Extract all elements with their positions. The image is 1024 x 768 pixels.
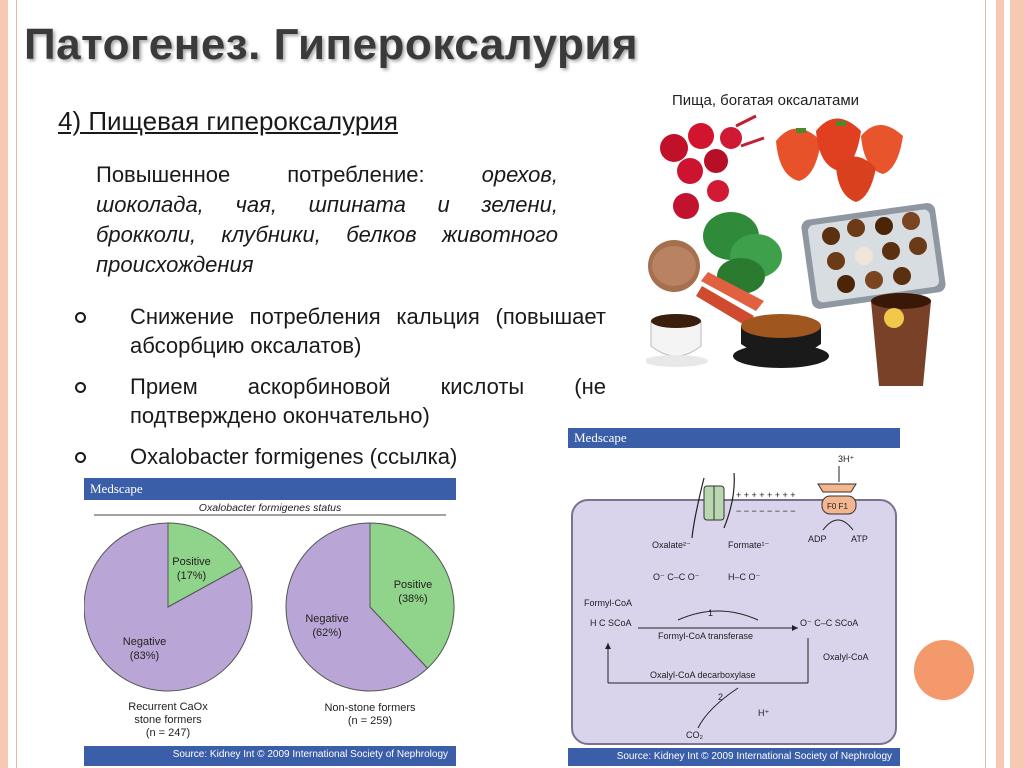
bullet-text: Прием аскорбиновой кислоты (не подтвержд… — [130, 374, 606, 428]
membrane-negative-charges: − − − − − − − − — [736, 506, 796, 516]
enzyme-2-label: Oxalyl-CoA decarboxylase — [650, 670, 756, 680]
pie-source-text: Source: Kidney Int © 2009 International … — [172, 749, 448, 760]
pie-right-group: Positive (38%) Negative (62%) — [285, 522, 455, 692]
atpase-f0-icon — [817, 483, 857, 493]
pie-chart-svg: Oxalobacter formigenes status Positive (1… — [83, 502, 455, 739]
chocolate-box-icon — [801, 203, 946, 309]
atp-label: ATP — [851, 534, 868, 544]
slide-subtitle: 4) Пищевая гипероксалурия — [58, 106, 398, 136]
oxalyl-coa-label: Oxalyl-CoA — [823, 652, 869, 662]
co2-label: CO₂ — [686, 730, 704, 740]
pie-left-caption-2: stone formers — [134, 714, 202, 726]
h-plus-label: H⁺ — [758, 708, 769, 718]
pie-chart-panel: Oxalobacter formigenes status Positive (1… — [83, 500, 456, 746]
bullet-item: Oxalobacter formigenes (ссылка) — [60, 442, 606, 471]
intake-paragraph: Повышенное потребление: орехов, шоколада… — [96, 160, 558, 280]
iced-tea-icon — [871, 293, 931, 386]
pie-slice-positive — [167, 522, 243, 608]
pie-slice-label: Positive — [172, 556, 211, 568]
oxalate-food-image — [644, 86, 950, 386]
coffee-cup-icon — [644, 314, 708, 367]
bullet-marker-icon — [75, 312, 86, 323]
pie-source-bar: Source: Kidney Int © 2009 International … — [84, 746, 456, 766]
proton-label: 3H⁺ — [838, 454, 855, 464]
pie-slice-value-label: (17%) — [177, 570, 206, 582]
pie-medscape-logo: Medscape — [90, 481, 143, 496]
decorative-orange-circle — [914, 640, 974, 700]
pie-left-group: Positive (17%) Negative (83%) — [83, 522, 253, 692]
bullet-list: Снижение потребления кальция (повышает а… — [60, 302, 606, 483]
step-2-label: 2 — [718, 692, 723, 702]
food-illustration — [644, 114, 946, 386]
pie-slice-negative — [83, 522, 253, 692]
atpase-label: F0 F1 — [827, 502, 848, 511]
formate-structure: H–C O⁻ — [728, 572, 761, 582]
intake-lead: Повышенное потребление: — [96, 162, 425, 187]
intake-items: орехов, шоколада, чая, шпината и зелени,… — [96, 162, 558, 277]
oxalyl-coa-structure: O⁻ C–C SCoA — [800, 618, 858, 628]
slide-title: Патогенез. Гипероксалурия — [24, 20, 639, 69]
formyl-coa-label: Formyl-CoA — [584, 598, 632, 608]
pie-slice-value-label: (62%) — [312, 627, 341, 639]
pie-right-caption: Non-stone formers — [324, 702, 416, 714]
strawberry-icon — [776, 118, 903, 202]
frame-stripe-right-1 — [996, 0, 1004, 768]
pie-left-n: (n = 247) — [146, 727, 190, 739]
bullet-text: Oxalobacter formigenes (ссылка) — [130, 444, 458, 469]
oxalate-label: Oxalate²⁻ — [652, 540, 691, 550]
pie-left-caption-1: Recurrent CaOx — [128, 701, 208, 713]
formyl-coa-structure: H C SCoA — [590, 618, 632, 628]
pie-right-n: (n = 259) — [348, 715, 392, 727]
bullet-text: Снижение потребления кальция (повышает а… — [130, 304, 606, 358]
frame-stripe-right-2 — [1010, 0, 1024, 768]
pathway-medscape-logo: Medscape — [574, 430, 627, 445]
pie-slice-value-label: (38%) — [398, 593, 427, 605]
pathway-source-bar: Source: Kidney Int © 2009 International … — [568, 748, 900, 766]
pathway-source-text: Source: Kidney Int © 2009 International … — [616, 751, 892, 762]
pie-slice-negative — [285, 522, 429, 692]
pie-slice-label: Positive — [394, 579, 433, 591]
radish-icon — [660, 114, 765, 219]
bullet-marker-icon — [75, 452, 86, 463]
pie-slice-value-label: (83%) — [130, 650, 159, 662]
step-1-label: 1 — [708, 608, 713, 618]
adp-label: ADP — [808, 534, 827, 544]
pie-slice-label: Negative — [123, 636, 166, 648]
pie-chart-title: Oxalobacter formigenes status — [199, 502, 342, 514]
food-image-caption: Пища, богатая оксалатами — [672, 92, 860, 109]
oxalate-structure: O⁻ C–C O⁻ — [653, 572, 700, 582]
bullet-marker-icon — [75, 382, 86, 393]
pie-slice-positive — [369, 522, 455, 669]
pathway-panel: + + + + + + + + − − − − − − − − 3H⁺ F0 F… — [568, 448, 900, 748]
pathway-medscape-header: Medscape — [568, 428, 900, 448]
pie-slice-label: Negative — [305, 613, 348, 625]
frame-stripe-left — [0, 0, 8, 768]
atpase-icon — [821, 495, 857, 515]
enzyme-1-label: Formyl-CoA transferase — [658, 631, 753, 641]
membrane-charges: + + + + + + + + — [736, 490, 796, 500]
rhubarb-icon — [701, 272, 764, 311]
frame-inner-border — [16, 0, 986, 768]
bullet-item: Снижение потребления кальция (повышает а… — [60, 302, 606, 360]
bullet-item: Прием аскорбиновой кислоты (не подтвержд… — [60, 372, 606, 430]
formate-label: Formate¹⁻ — [728, 540, 770, 550]
pie-medscape-header: Medscape — [84, 478, 456, 500]
oxalate-pathway-diagram: + + + + + + + + − − − − − − − − 3H⁺ F0 F… — [571, 454, 897, 745]
tea-cup-icon — [733, 314, 829, 368]
